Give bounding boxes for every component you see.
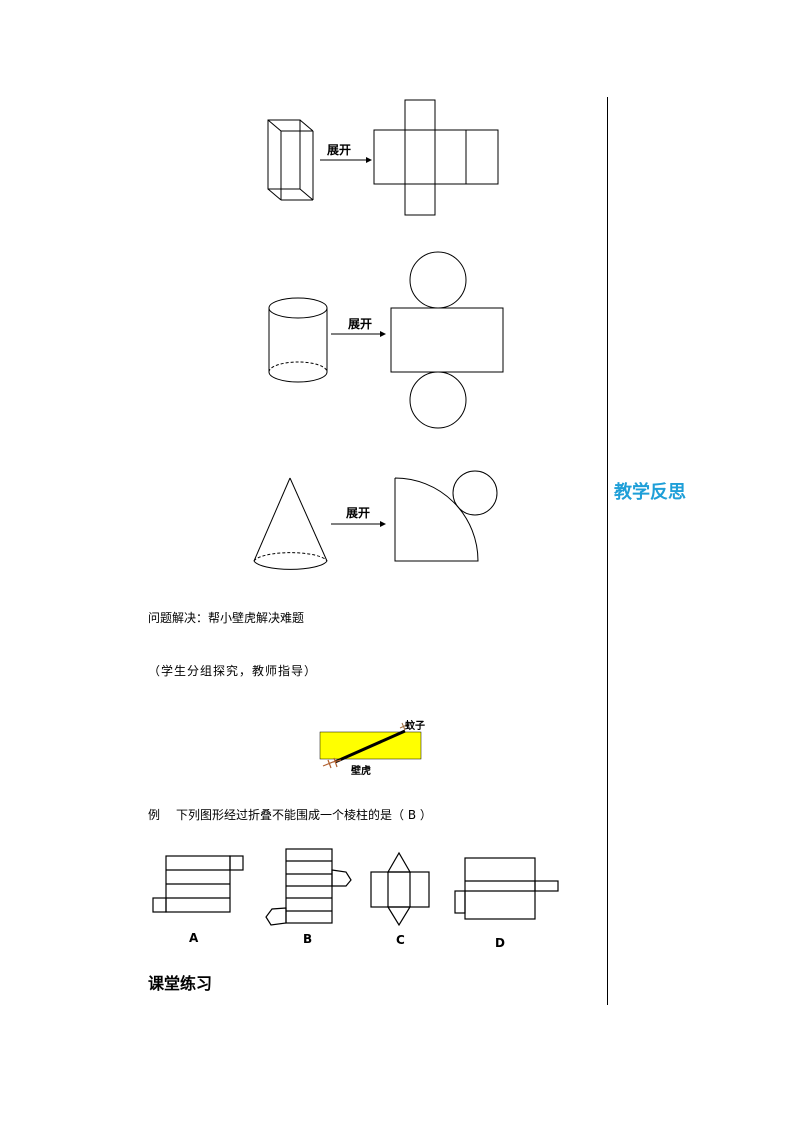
cylinder-unfold-figure: 展开 (268, 251, 504, 429)
teaching-reflection-heading: 教学反思 (614, 482, 686, 503)
problem-statement: 问题解决：帮小壁虎解决难题 (148, 611, 305, 625)
cylinder-net (390, 251, 504, 429)
unfold-label: 展开 (348, 317, 372, 331)
unfold-label: 展开 (327, 143, 351, 157)
teaching-note: （学生分组探究，教师指导） (148, 664, 318, 678)
prism-net (373, 99, 499, 216)
mosquito-label: 蚊子 (405, 719, 425, 732)
option-c-label: C (396, 933, 405, 947)
cone-net (394, 470, 498, 562)
gecko-mosquito-figure: 蚊子 壁虎 (319, 719, 425, 777)
gecko-icon (322, 757, 342, 769)
example-label: 例 (148, 808, 161, 822)
prism-front-face (267, 119, 301, 190)
option-figures: A B C D (152, 848, 559, 950)
option-d-net (454, 857, 559, 920)
column-divider (607, 97, 608, 1005)
cylinder-top (268, 297, 328, 319)
shortest-path-line (334, 729, 406, 764)
option-c-net (370, 851, 430, 927)
mosquito-icon (399, 722, 410, 731)
arrow-head-icon (366, 157, 372, 163)
prism-unfold-figure: 展开 (267, 99, 499, 216)
section-heading: 课堂练习 (148, 974, 213, 993)
example-question: 下列图形经过折叠不能围成一个棱柱的是（ B ） (176, 808, 432, 822)
option-b-net (265, 848, 352, 926)
option-b-label: B (303, 932, 312, 946)
option-a-label: A (189, 931, 199, 945)
option-a-net (152, 855, 244, 913)
arrow-head-icon (380, 521, 386, 527)
gecko-label: 壁虎 (351, 764, 371, 777)
unfold-label: 展开 (346, 506, 370, 520)
option-d-label: D (495, 936, 505, 950)
arrow-head-icon (380, 331, 386, 337)
cone-unfold-figure: 展开 (253, 470, 498, 570)
